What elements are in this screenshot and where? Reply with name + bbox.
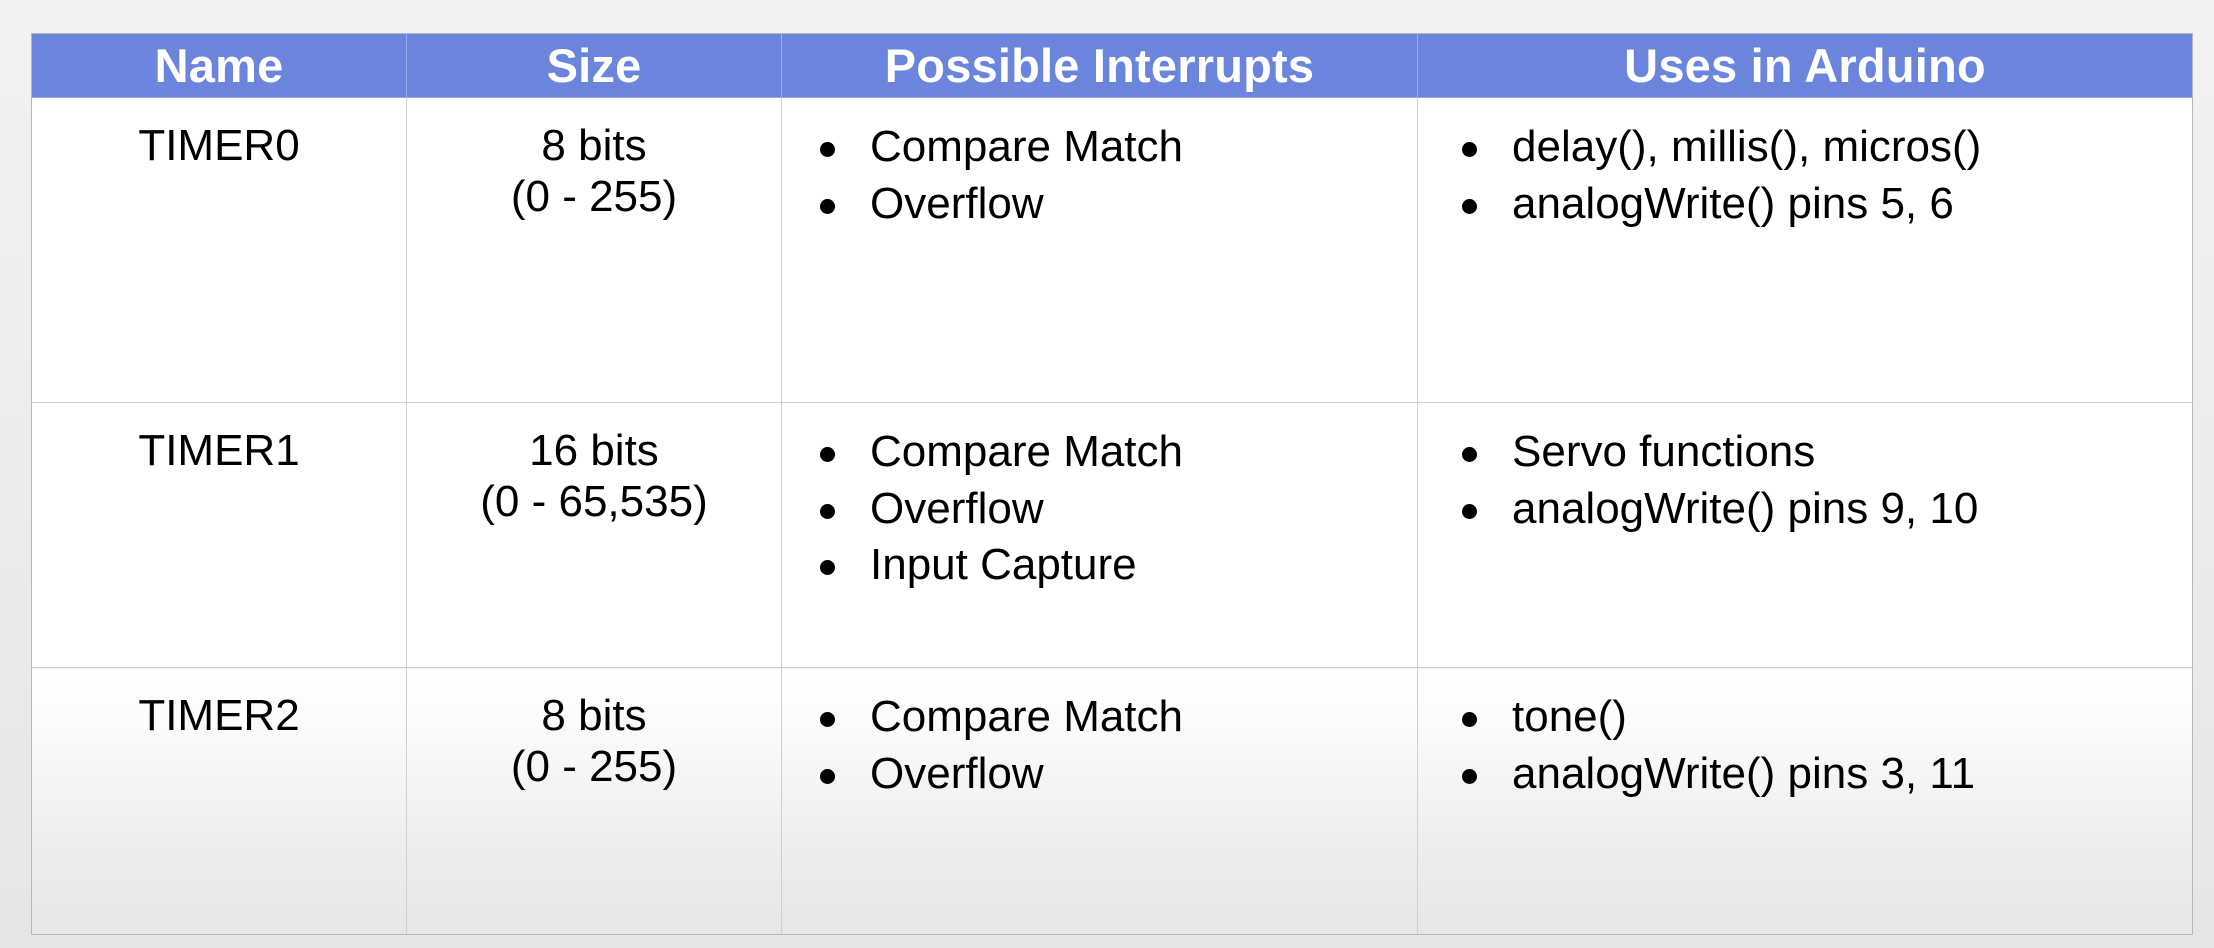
cell-name: TIMER1 bbox=[31, 402, 407, 668]
list-item-label: tone() bbox=[1512, 692, 1627, 741]
bullet-icon bbox=[1462, 447, 1477, 463]
list-item: Servo functions bbox=[1460, 427, 2192, 478]
list-item-label: Input Capture bbox=[870, 540, 1137, 590]
cell-uses: tone() analogWrite() pins 3, 11 bbox=[1417, 667, 2193, 934]
list-item-label: delay(), millis(), micros() bbox=[1512, 122, 1982, 171]
size-bits: 8 bits bbox=[541, 121, 647, 170]
list-item-label: Overflow bbox=[870, 178, 1044, 228]
size-range: (0 - 255) bbox=[510, 742, 678, 792]
table-row: TIMER2 8 bits (0 - 255) Compare Match Ov… bbox=[31, 667, 2193, 934]
uses-list: Servo functions analogWrite() pins 9, 10 bbox=[1418, 403, 2192, 534]
uses-list: delay(), millis(), micros() analogWrite(… bbox=[1418, 98, 2192, 229]
list-item: Compare Match bbox=[818, 427, 1417, 478]
cell-interrupts: Compare Match Overflow Input Capture bbox=[781, 402, 1418, 668]
cell-size: 8 bits (0 - 255) bbox=[406, 667, 782, 934]
bullet-icon bbox=[820, 447, 835, 463]
timer-name: TIMER2 bbox=[138, 691, 300, 740]
list-item: analogWrite() pins 5, 6 bbox=[1460, 179, 2192, 230]
timer-name: TIMER0 bbox=[138, 121, 300, 170]
column-header-name: Name bbox=[31, 33, 407, 98]
column-header-size: Size bbox=[406, 33, 782, 98]
list-item: analogWrite() pins 3, 11 bbox=[1460, 749, 2192, 800]
list-item-label: analogWrite() pins 5, 6 bbox=[1512, 178, 1954, 228]
list-item-label: Compare Match bbox=[870, 427, 1184, 476]
column-header-uses: Uses in Arduino bbox=[1417, 33, 2193, 98]
arduino-timers-table: Name Size Possible Interrupts Uses in Ar… bbox=[31, 33, 2193, 935]
uses-list: tone() analogWrite() pins 3, 11 bbox=[1418, 668, 2192, 799]
size-bits: 16 bits bbox=[529, 426, 659, 475]
bullet-icon bbox=[820, 198, 835, 214]
list-item: Overflow bbox=[818, 749, 1417, 800]
list-item-label: analogWrite() pins 3, 11 bbox=[1512, 748, 1976, 798]
cell-interrupts: Compare Match Overflow bbox=[781, 667, 1418, 934]
cell-uses: Servo functions analogWrite() pins 9, 10 bbox=[1417, 402, 2193, 668]
header-row: Name Size Possible Interrupts Uses in Ar… bbox=[31, 33, 2193, 98]
bullet-icon bbox=[820, 768, 835, 784]
timer-name: TIMER1 bbox=[138, 426, 300, 475]
interrupts-list: Compare Match Overflow bbox=[782, 668, 1417, 799]
size-bits: 8 bits bbox=[541, 691, 647, 740]
table-row: TIMER1 16 bits (0 - 65,535) Compare Matc… bbox=[31, 402, 2193, 668]
list-item: analogWrite() pins 9, 10 bbox=[1460, 484, 2192, 535]
size-range: (0 - 65,535) bbox=[480, 477, 708, 527]
list-item: delay(), millis(), micros() bbox=[1460, 122, 2192, 173]
list-item: Compare Match bbox=[818, 122, 1417, 173]
cell-size: 8 bits (0 - 255) bbox=[406, 97, 782, 403]
bullet-icon bbox=[1462, 142, 1477, 158]
table-body: TIMER0 8 bits (0 - 255) Compare Match Ov… bbox=[31, 97, 2193, 934]
list-item-label: Compare Match bbox=[870, 122, 1184, 171]
interrupts-list: Compare Match Overflow bbox=[782, 98, 1417, 229]
list-item: Input Capture bbox=[818, 540, 1417, 591]
interrupts-list: Compare Match Overflow Input Capture bbox=[782, 403, 1417, 591]
list-item-label: analogWrite() pins 9, 10 bbox=[1512, 483, 1979, 533]
list-item-label: Overflow bbox=[870, 748, 1044, 798]
list-item-label: Compare Match bbox=[870, 692, 1184, 741]
list-item: Overflow bbox=[818, 179, 1417, 230]
table-header: Name Size Possible Interrupts Uses in Ar… bbox=[31, 33, 2193, 98]
bullet-icon bbox=[820, 560, 835, 576]
bullet-icon bbox=[820, 503, 835, 519]
bullet-icon bbox=[1462, 503, 1477, 519]
list-item: Compare Match bbox=[818, 692, 1417, 743]
table-row: TIMER0 8 bits (0 - 255) Compare Match Ov… bbox=[31, 97, 2193, 403]
list-item-label: Overflow bbox=[870, 483, 1044, 533]
cell-uses: delay(), millis(), micros() analogWrite(… bbox=[1417, 97, 2193, 403]
column-header-interrupts: Possible Interrupts bbox=[781, 33, 1418, 98]
bullet-icon bbox=[1462, 198, 1477, 214]
bullet-icon bbox=[820, 712, 835, 728]
list-item: Overflow bbox=[818, 484, 1417, 535]
bullet-icon bbox=[1462, 712, 1477, 728]
list-item: tone() bbox=[1460, 692, 2192, 743]
cell-name: TIMER2 bbox=[31, 667, 407, 934]
bullet-icon bbox=[820, 142, 835, 158]
list-item-label: Servo functions bbox=[1512, 427, 1816, 476]
cell-interrupts: Compare Match Overflow bbox=[781, 97, 1418, 403]
size-range: (0 - 255) bbox=[510, 172, 678, 222]
bullet-icon bbox=[1462, 768, 1477, 784]
cell-size: 16 bits (0 - 65,535) bbox=[406, 402, 782, 668]
cell-name: TIMER0 bbox=[31, 97, 407, 403]
